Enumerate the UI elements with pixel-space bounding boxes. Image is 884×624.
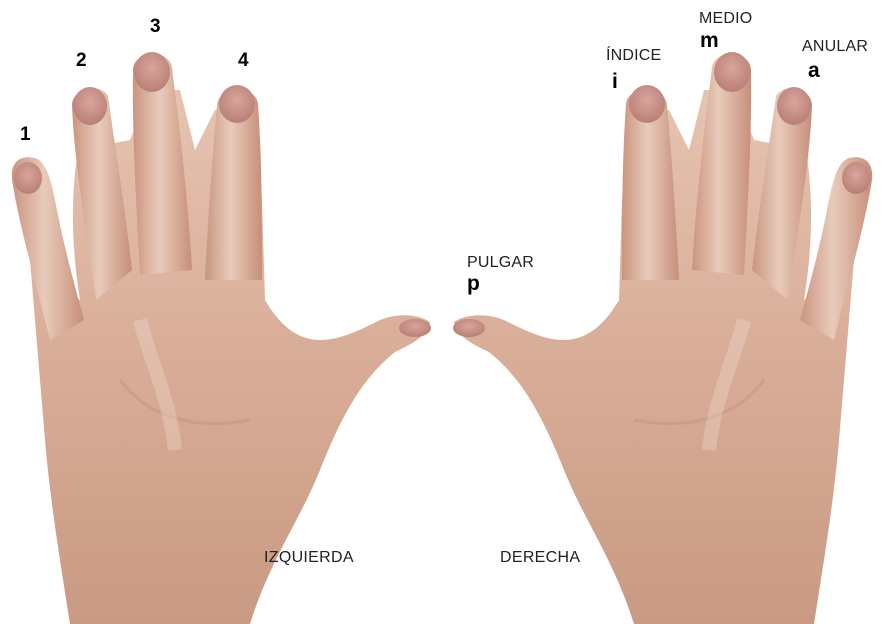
right-finger-name-medio: MEDIO bbox=[699, 10, 752, 28]
left-thumb-nail bbox=[399, 319, 431, 337]
right-finger-letter-m: m bbox=[700, 29, 719, 53]
right-finger-letter-p: p bbox=[467, 272, 480, 296]
right-side-label: DERECHA bbox=[500, 549, 580, 567]
right-hand bbox=[453, 52, 872, 624]
right-nail-middle bbox=[714, 52, 750, 92]
left-nail-1 bbox=[14, 162, 42, 194]
left-finger-number-3: 3 bbox=[150, 16, 161, 38]
right-nail-pinky bbox=[842, 162, 870, 194]
right-thumb-nail bbox=[453, 319, 485, 337]
left-finger-number-1: 1 bbox=[20, 124, 31, 146]
right-nail-index bbox=[629, 85, 665, 123]
right-finger-name-anular: ANULAR bbox=[802, 38, 868, 56]
left-nail-2 bbox=[73, 87, 107, 125]
left-finger-number-4: 4 bbox=[238, 50, 249, 72]
right-finger-letter-a: a bbox=[808, 59, 820, 83]
left-side-label: IZQUIERDA bbox=[264, 549, 354, 567]
left-hand bbox=[12, 52, 431, 624]
left-nail-4 bbox=[219, 85, 255, 123]
right-finger-name-pulgar: PULGAR bbox=[467, 254, 534, 272]
right-finger-name-indice: ÍNDICE bbox=[606, 47, 661, 65]
left-finger-number-2: 2 bbox=[76, 50, 87, 72]
left-nail-3 bbox=[134, 52, 170, 92]
right-finger-letter-i: i bbox=[612, 70, 618, 94]
right-nail-ring bbox=[777, 87, 811, 125]
